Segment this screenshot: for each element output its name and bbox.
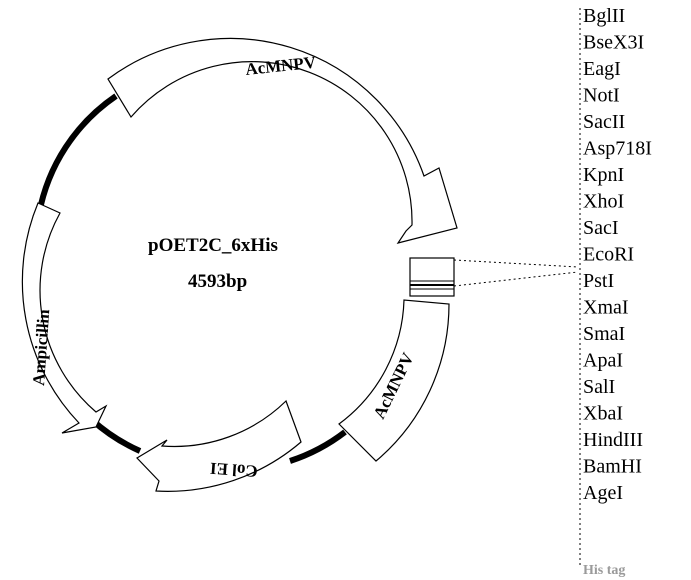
restriction-site-xhoi: XhoI (583, 191, 624, 213)
restriction-site-bglii: BglII (583, 5, 625, 27)
his-tag-label: His tag (583, 563, 625, 578)
plasmid-size: 4593bp (188, 271, 247, 292)
restriction-site-asp718i: Asp718I (583, 138, 652, 160)
restriction-site-hindiii: HindIII (583, 429, 643, 451)
restriction-site-psti: PstI (583, 270, 614, 292)
restriction-site-agei: AgeI (583, 482, 623, 504)
restriction-site-eagi: EagI (583, 58, 621, 80)
backbone-segment-left-top (36, 93, 118, 215)
acmnpv-top-arrow (107, 37, 458, 244)
restriction-site-apai: ApaI (583, 350, 623, 372)
restriction-site-bsex3i: BseX3I (583, 32, 644, 54)
col-e1-arrow (136, 399, 302, 492)
col-e1-label: Col EI (209, 459, 258, 481)
restriction-site-ecori: EcoRI (583, 244, 634, 266)
acmnpv-right-arrow (338, 299, 450, 462)
restriction-site-noti: NotI (583, 85, 620, 107)
leader-lines (453, 8, 581, 568)
restriction-site-sali: SalI (583, 376, 615, 398)
plasmid-name: pOET2C_6xHis (148, 235, 278, 256)
restriction-site-bamhi: BamHI (583, 456, 642, 478)
restriction-site-sacii: SacII (583, 111, 625, 133)
restriction-site-saci: SacI (583, 217, 619, 239)
ampicillin-arrow (21, 202, 108, 434)
restriction-site-xmai: XmaI (583, 297, 629, 319)
backbone-segment-bottom (289, 429, 347, 464)
mcs-box (409, 257, 455, 297)
backbone-segment-bottom-left (89, 417, 142, 454)
restriction-site-smai: SmaI (583, 323, 625, 345)
restriction-site-xbai: XbaI (583, 403, 623, 425)
restriction-site-list: BglII BseX3I EagI NotI SacII Asp718I KpnI XhoI S… (583, 5, 652, 504)
restriction-site-kpni: KpnI (583, 164, 624, 186)
